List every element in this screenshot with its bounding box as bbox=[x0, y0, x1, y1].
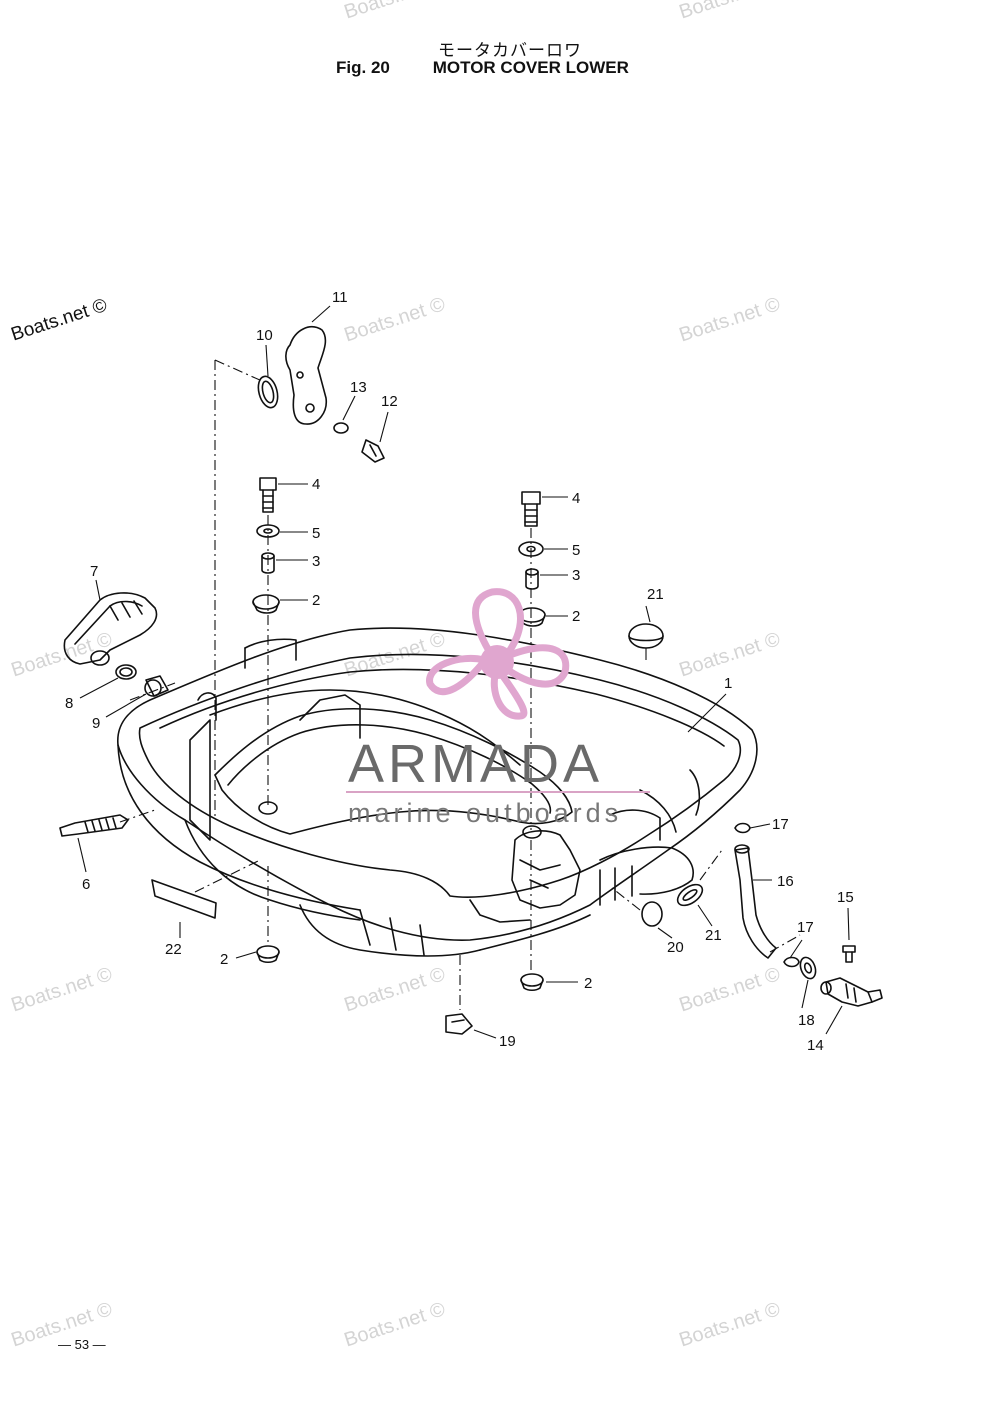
callout-17-top: 17 bbox=[772, 816, 789, 833]
callout-2-top-left: 2 bbox=[312, 592, 320, 609]
callout-13: 13 bbox=[350, 379, 367, 396]
callout-2-bottom-left: 2 bbox=[220, 951, 228, 968]
callout-5-right: 5 bbox=[572, 542, 580, 559]
callout-5-left: 5 bbox=[312, 525, 320, 542]
armada-brand-text: ARMADA bbox=[348, 734, 603, 794]
callout-2-bottom-right: 2 bbox=[584, 975, 592, 992]
part-19-pad bbox=[445, 1013, 473, 1035]
callout-1: 1 bbox=[724, 675, 732, 692]
part-20-plug bbox=[641, 901, 663, 927]
motor-cover-lower-part bbox=[117, 627, 758, 957]
callout-4-left: 4 bbox=[312, 476, 320, 493]
callout-4-right: 4 bbox=[572, 490, 580, 507]
callout-12: 12 bbox=[381, 393, 398, 410]
part-4-bolt-left bbox=[259, 477, 277, 513]
callout-22: 22 bbox=[165, 941, 182, 958]
part-16-hose bbox=[734, 847, 777, 959]
part-7-handle bbox=[63, 592, 158, 666]
callout-19: 19 bbox=[499, 1033, 516, 1050]
callout-3-right: 3 bbox=[572, 567, 580, 584]
callout-21-side: 21 bbox=[705, 927, 722, 944]
part-21-grommet-side bbox=[676, 883, 704, 907]
callout-17-bottom: 17 bbox=[797, 919, 814, 936]
callout-3-left: 3 bbox=[312, 553, 320, 570]
figure-number: Fig. 20 bbox=[336, 58, 390, 77]
figure-title: Fig. 20 MOTOR COVER LOWER bbox=[336, 58, 629, 78]
part-17-clip-top bbox=[734, 822, 751, 834]
callout-9: 9 bbox=[92, 715, 100, 732]
part-2-grommet-bottom-left bbox=[256, 945, 280, 964]
armada-tagline-text: marine outboards bbox=[348, 798, 622, 828]
part-2-grommet-bottom-right bbox=[520, 973, 544, 992]
part-6-screw bbox=[59, 814, 129, 837]
part-17-clip-bottom bbox=[783, 956, 800, 968]
callout-6: 6 bbox=[82, 876, 90, 893]
callout-2-top-right: 2 bbox=[572, 608, 580, 625]
part-2-grommet-top-left bbox=[252, 594, 280, 614]
callout-14: 14 bbox=[807, 1037, 824, 1054]
callout-11: 11 bbox=[332, 289, 348, 306]
part-21-cap-top bbox=[628, 623, 664, 649]
armada-logo: ARMADA marine outboards bbox=[346, 588, 650, 828]
callout-20: 20 bbox=[667, 939, 684, 956]
callout-8: 8 bbox=[65, 695, 73, 712]
callout-18: 18 bbox=[798, 1012, 815, 1029]
part-14-fuel-connector bbox=[820, 977, 883, 1007]
callout-16: 16 bbox=[777, 873, 794, 890]
part-11-hook-lever bbox=[285, 326, 328, 425]
part-3-collar-right bbox=[525, 568, 539, 590]
callout-7: 7 bbox=[90, 563, 98, 580]
part-8-bushing bbox=[115, 664, 137, 680]
japanese-title: モータカバーロワ bbox=[438, 41, 582, 61]
callout-10: 10 bbox=[256, 327, 273, 344]
part-10-ring bbox=[257, 375, 279, 409]
figure-caption: MOTOR COVER LOWER bbox=[432, 58, 629, 77]
part-15-screw bbox=[842, 945, 856, 963]
callout-15: 15 bbox=[837, 889, 854, 906]
part-22-label bbox=[151, 879, 217, 919]
part-9-collar bbox=[144, 675, 169, 697]
part-4-bolt-right bbox=[521, 491, 541, 527]
part-12-bolt bbox=[361, 439, 385, 463]
part-13-washer bbox=[333, 422, 349, 434]
part-18-washer bbox=[799, 956, 817, 980]
page-number: — 53 — bbox=[58, 1337, 106, 1352]
callout-21-top: 21 bbox=[647, 586, 664, 603]
